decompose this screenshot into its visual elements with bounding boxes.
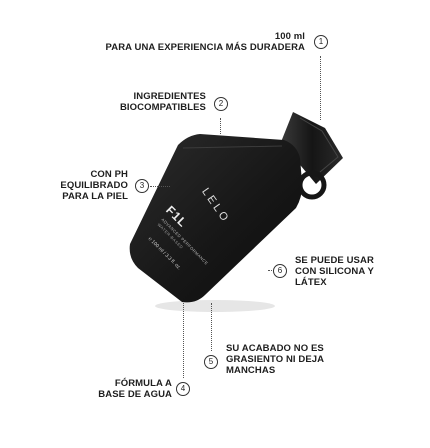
callout-4-line-1: FÓRMULA A (114, 378, 172, 389)
callout-6-text: SE PUEDE USAR CON SILICONA Y LÁTEX (295, 255, 374, 288)
callout-4-line-2: BASE DE AGUA (98, 389, 172, 400)
bottle-body (129, 134, 303, 303)
leader-line-6 (268, 270, 276, 271)
callout-3-line-1: CON PH (90, 169, 128, 180)
callout-2-text: INGREDIENTES BIOCOMPATIBLES (120, 91, 206, 113)
callout-5-line-2: GRASIENTO NI DEJA (226, 354, 325, 365)
callout-3-text: CON PH EQUILIBRADO PARA LA PIEL (60, 169, 128, 202)
callout-5-text: SU ACABADO NO ES GRASIENTO NI DEJA MANCH… (226, 343, 324, 376)
callout-5-line-1: SU ACABADO NO ES (226, 343, 324, 354)
leader-line-2 (220, 118, 221, 134)
callout-4-number: 4 (176, 382, 190, 396)
callout-2-line-1: INGREDIENTES (133, 91, 206, 102)
cap-highlight (299, 117, 339, 173)
callout-3-line-2: EQUILIBRADO (60, 180, 128, 191)
leader-line-1 (320, 56, 321, 120)
callout-6-number: 6 (273, 264, 287, 278)
callout-4-text: FÓRMULA A BASE DE AGUA (98, 378, 172, 400)
callout-1-line-2: PARA UNA EXPERIENCIA MÁS DURADERA (105, 42, 305, 53)
callout-6-line-1: SE PUEDE USAR (295, 255, 374, 266)
callout-1-number: 1 (314, 35, 328, 49)
body-edge-highlight (182, 145, 283, 149)
callout-6-line-2: CON SILICONA Y (295, 266, 374, 277)
callout-2-line-2: BIOCOMPATIBLES (119, 102, 206, 113)
leader-line-4 (183, 303, 184, 378)
callout-1-line-1: 100 ml (274, 31, 305, 42)
callout-5-line-3: MANCHAS (226, 365, 276, 376)
callout-5-number: 5 (204, 355, 218, 369)
callout-6-line-3: LÁTEX (295, 277, 327, 288)
bottle-shadow (155, 300, 275, 312)
callout-3-number: 3 (135, 179, 149, 193)
callout-2-number: 2 (214, 97, 228, 111)
callout-3-line-3: PARA LA PIEL (62, 191, 128, 202)
leader-line-3 (150, 186, 170, 187)
leader-line-5 (211, 303, 212, 351)
callout-1-text: 100 ml PARA UNA EXPERIENCIA MÁS DURADERA (106, 31, 305, 53)
